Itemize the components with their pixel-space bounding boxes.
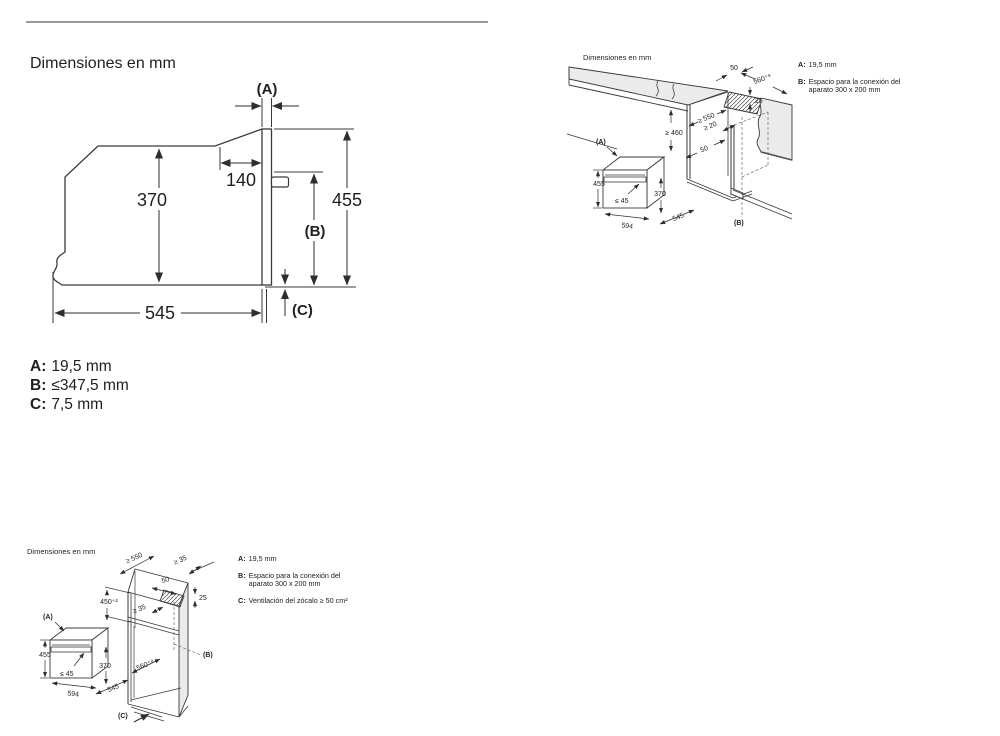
dim-label-b: (B)	[305, 223, 326, 240]
diagram2-legend: A:19,5 mm B:Espacio para la conexión del…	[798, 60, 913, 103]
undercounter-install-diagram: Dimensiones en mm 50 560⁺⁸ 25 ≥ 550 ≥ 20…	[566, 53, 793, 231]
legend-row: A:19,5 mm	[798, 60, 837, 69]
dim-50-mid: 50	[700, 145, 710, 154]
dim-550-3: ≥ 550	[125, 552, 144, 566]
dim-label-a3: (A)	[43, 614, 53, 621]
dim-455-3: 455	[39, 652, 51, 659]
dim-label-a2: (A)	[596, 139, 606, 146]
dim-560: 560⁺⁸	[752, 72, 772, 86]
dim-35-mid: ≥ 35	[132, 604, 147, 616]
dim-50-top: 50	[730, 65, 738, 72]
dim-label-a: (A)	[257, 81, 278, 98]
legend-row: A:19,5 mm	[238, 554, 277, 563]
oven-front-face	[49, 639, 93, 679]
diagram3-title: Dimensiones en mm	[27, 547, 95, 556]
oven-knob	[270, 176, 290, 188]
dim-20: ≥ 20	[703, 121, 718, 133]
end-panel	[756, 97, 793, 161]
dim-370-3: 370	[99, 663, 111, 670]
dim-25-3: 25	[199, 595, 207, 602]
dim-label-c3: (C)	[118, 713, 128, 720]
oven-front-face	[602, 169, 648, 209]
dim-545-3: 545	[107, 683, 121, 694]
legend-row: C:7,5 mm	[30, 396, 104, 413]
dim-460: ≥ 460	[665, 130, 683, 137]
legend-row: A:19,5 mm	[30, 358, 112, 375]
dim-label-b2: (B)	[734, 220, 744, 227]
diagram1-legend: A:19,5 mm B:≤347,5 mm C:7,5 mm	[30, 357, 129, 414]
oven-handle	[603, 176, 647, 183]
oven-front-panel	[261, 128, 273, 286]
dim-450: 450⁺²	[100, 598, 118, 606]
cabinet-right-face	[178, 582, 189, 718]
legend-row: C:Ventilación del zócalo ≥ 50 cm²	[238, 595, 348, 605]
diagram3-legend: A:19,5 mm B:Espacio para la conexión del…	[238, 554, 353, 613]
dim-370: 370	[137, 190, 167, 210]
oven-body-outline	[52, 128, 263, 286]
dim-35-top: ≥ 35	[173, 555, 188, 567]
dim-455: 455	[332, 190, 362, 210]
diagram1-title: Dimensiones en mm	[30, 55, 176, 72]
dim-560-3: 560⁺⁸	[135, 658, 155, 672]
dim-545: 545	[145, 303, 175, 323]
dim-594-3: 594	[67, 690, 79, 698]
dim-label-b3: (B)	[203, 652, 213, 659]
dim-25: 25	[755, 98, 763, 105]
legend-row: B:Espacio para la conexión del aparato 3…	[798, 76, 901, 95]
legend-row: B:≤347,5 mm	[30, 377, 129, 394]
diagram2-title: Dimensiones en mm	[583, 53, 651, 62]
dim-label-c: (C)	[292, 302, 313, 319]
dim-45-3: ≤ 45	[60, 671, 74, 678]
top-rule	[26, 21, 488, 23]
oven-handle	[50, 646, 92, 653]
dim-370-2: 370	[654, 191, 666, 198]
legend-row: B:Espacio para la conexión del aparato 3…	[238, 570, 341, 589]
dim-45-2: ≤ 45	[615, 198, 629, 205]
dim-140: 140	[226, 170, 256, 190]
tall-cabinet-install-diagram: Dimensiones en mm (C) ≥ 550 ≥ 35 50 25 4…	[27, 547, 215, 723]
worktop-left	[568, 66, 729, 106]
dim-594-2: 594	[621, 222, 633, 230]
dim-545-2: 545	[672, 212, 686, 223]
dim-50-3: 50	[161, 576, 170, 585]
oven-side-view-diagram: Dimensiones en mm (A) 140 370 455 (B) (C…	[30, 55, 362, 323]
dim-455-2: 455	[593, 181, 605, 188]
